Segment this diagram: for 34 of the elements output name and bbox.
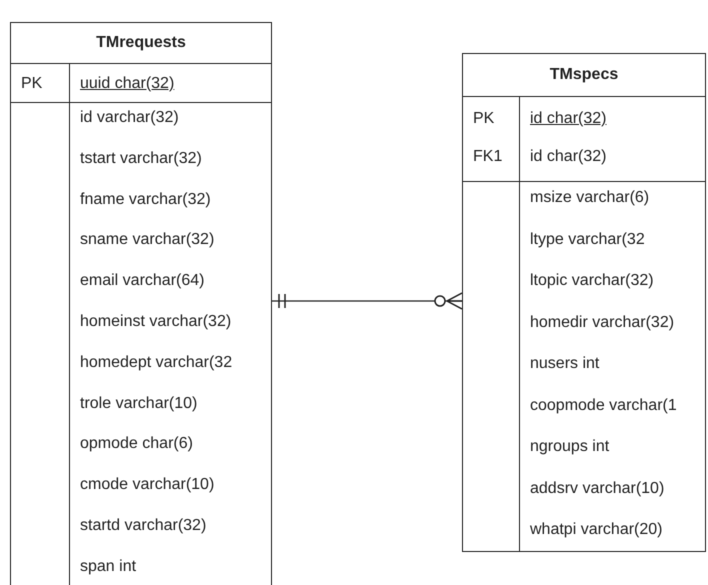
field-name: id char(32) bbox=[530, 109, 606, 129]
field-name: startd varchar(32) bbox=[80, 516, 206, 536]
key-label: PK bbox=[21, 74, 42, 94]
entity-table bbox=[462, 53, 706, 552]
field-name: email varchar(64) bbox=[80, 271, 204, 292]
field-name: homeinst varchar(32) bbox=[80, 312, 232, 332]
field-name: trole varchar(10) bbox=[80, 394, 198, 414]
key-label: FK1 bbox=[473, 147, 502, 167]
field-name: addsrv varchar(10) bbox=[530, 478, 664, 498]
field-name: msize varchar(6) bbox=[530, 188, 650, 208]
field-name: homedir varchar(32) bbox=[530, 312, 674, 332]
field-name: id varchar(32) bbox=[80, 108, 179, 128]
field-name: whatpi varchar(20) bbox=[530, 520, 662, 540]
field-name: id char(32) bbox=[530, 147, 606, 167]
field-name: nusers int bbox=[530, 354, 600, 374]
relationship-line bbox=[272, 292, 463, 310]
field-name: span int bbox=[80, 556, 136, 577]
table-title: TMrequests bbox=[95, 33, 187, 53]
field-name: ngroups int bbox=[530, 437, 610, 457]
field-name: opmode char(6) bbox=[80, 434, 193, 454]
attribute-section bbox=[463, 181, 705, 551]
field-name: fname varchar(32) bbox=[80, 190, 211, 210]
field-name: coopmode varchar(1 bbox=[530, 396, 677, 416]
field-name: ltype varchar(32 bbox=[530, 230, 645, 250]
field-name: tstart varchar(32) bbox=[80, 148, 202, 169]
field-name: cmode varchar(10) bbox=[80, 475, 214, 496]
field-name: uuid char(32) bbox=[80, 74, 174, 94]
key-section bbox=[11, 63, 271, 102]
key-label: PK bbox=[473, 109, 494, 129]
table-title: TMspecs bbox=[548, 65, 620, 85]
field-name: homedept varchar(32 bbox=[80, 352, 232, 373]
field-name: ltopic varchar(32) bbox=[530, 271, 654, 291]
key-section bbox=[463, 96, 705, 181]
field-name: sname varchar(32) bbox=[80, 230, 214, 250]
